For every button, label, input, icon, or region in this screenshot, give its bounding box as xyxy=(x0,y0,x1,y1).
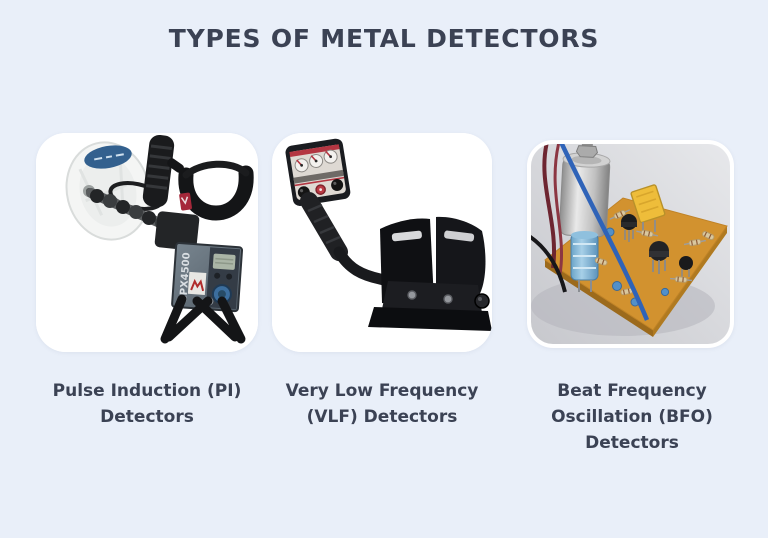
vlf-detector-illustration xyxy=(272,133,492,352)
caption-vlf: Very Low Frequency (VLF) Detectors xyxy=(285,381,479,427)
bfo-circuit-image xyxy=(531,144,730,344)
caption-pulse-induction: Pulse Induction (PI) Detectors xyxy=(52,381,242,427)
pi-detector-illustration: GPX4500 xyxy=(36,133,258,352)
pi-detector-image: GPX4500 xyxy=(36,133,258,352)
card-pulse-induction: GPX4500 xyxy=(36,133,258,352)
bfo-circuit-illustration xyxy=(531,144,730,344)
vlf-detector-image xyxy=(272,133,492,352)
card-bfo xyxy=(527,140,734,348)
card-vlf xyxy=(272,133,492,352)
caption-bfo: Beat Frequency Oscillation (BFO) Detecto… xyxy=(551,381,713,453)
page-title: TYPES OF METAL DETECTORS xyxy=(168,24,600,53)
